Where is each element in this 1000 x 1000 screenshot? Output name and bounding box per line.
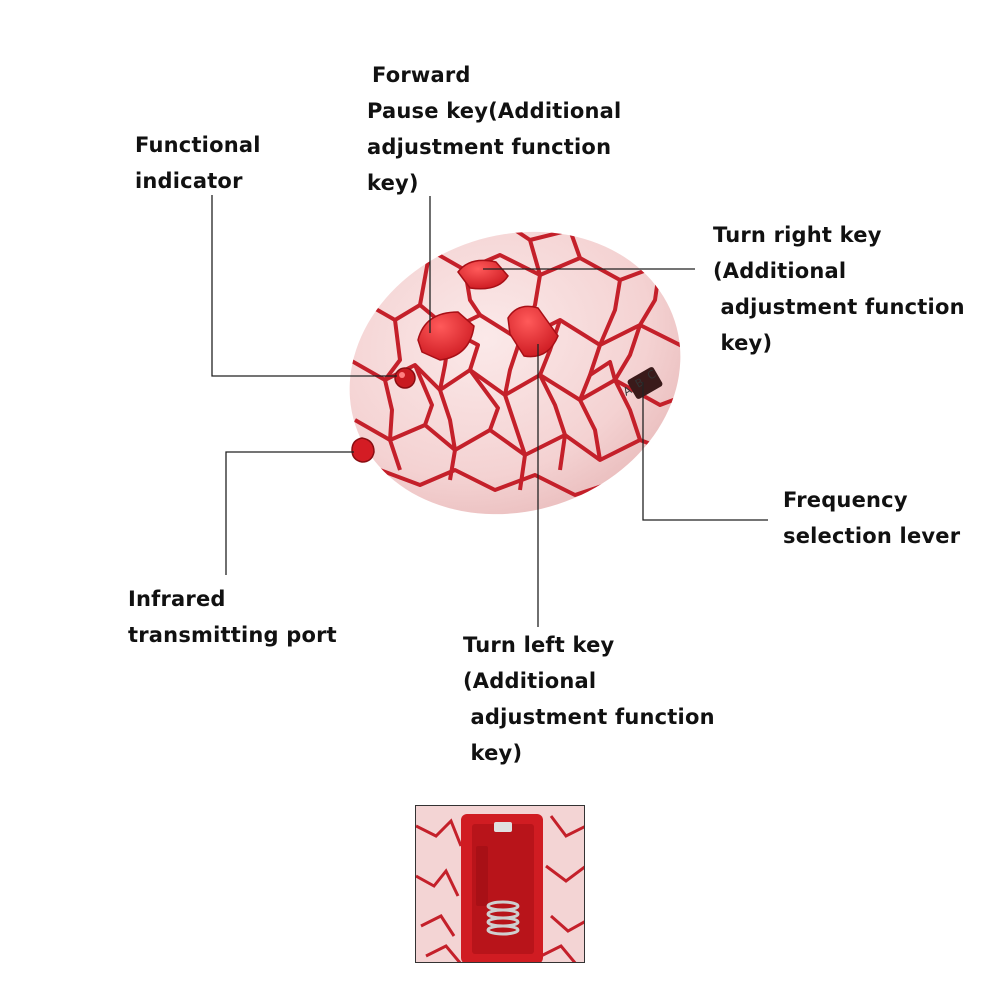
compartment-rib [476, 846, 488, 906]
label-turn-right-line2: (Additional [713, 259, 847, 283]
label-frequency-line1: Frequency [783, 488, 908, 512]
label-frequency-lever: Frequency selection lever [783, 482, 960, 554]
forward-pause-button[interactable] [417, 311, 475, 361]
frequency-lever-slot [627, 367, 663, 399]
label-functional-indicator: Functional indicator [135, 127, 261, 199]
leader-infrared [225, 451, 354, 575]
label-forward-line4: key) [367, 171, 419, 195]
label-infrared-line2: transmitting port [128, 623, 337, 647]
battery-compartment-inset [415, 805, 585, 963]
label-forward-pause: Forward Pause key(Additional adjustment … [367, 57, 621, 201]
label-turn-left-line4: key) [463, 741, 523, 765]
label-turn-right-line1: Turn right key [713, 223, 882, 247]
label-turn-left-line3: adjustment function [463, 705, 715, 729]
inset-crack-pattern [416, 815, 584, 962]
indicator-led [394, 367, 416, 389]
leader-lines [211, 195, 768, 627]
label-turn-right: Turn right key (Additional adjustment fu… [713, 217, 965, 361]
leader-frequency [642, 382, 768, 521]
battery-spring [486, 900, 520, 936]
label-indicator-line1: Functional [135, 133, 261, 157]
turn-left-button[interactable] [507, 305, 559, 358]
label-turn-right-line3: adjustment function [713, 295, 965, 319]
turn-right-button[interactable] [457, 259, 509, 290]
leader-indicator [211, 195, 397, 377]
label-forward-line2: Pause key(Additional [367, 99, 622, 123]
label-indicator-line2: indicator [135, 169, 243, 193]
label-turn-left-line2: (Additional [463, 669, 597, 693]
battery-contact-plate [494, 822, 512, 832]
label-frequency-line2: selection lever [783, 524, 961, 548]
label-turn-right-line4: key) [713, 331, 773, 355]
battery-compartment-image [416, 806, 584, 962]
label-turn-left-line1: Turn left key [463, 633, 615, 657]
label-turn-left: Turn left key (Additional adjustment fun… [463, 627, 715, 771]
label-forward-line1: Forward [372, 63, 471, 87]
infrared-port [351, 437, 375, 463]
label-infrared-port: Infrared transmitting port [128, 581, 337, 653]
remote-egg-body [349, 218, 701, 515]
label-forward-line3: adjustment function [367, 135, 612, 159]
label-infrared-line1: Infrared [128, 587, 226, 611]
indicator-led-highlight [399, 372, 405, 378]
